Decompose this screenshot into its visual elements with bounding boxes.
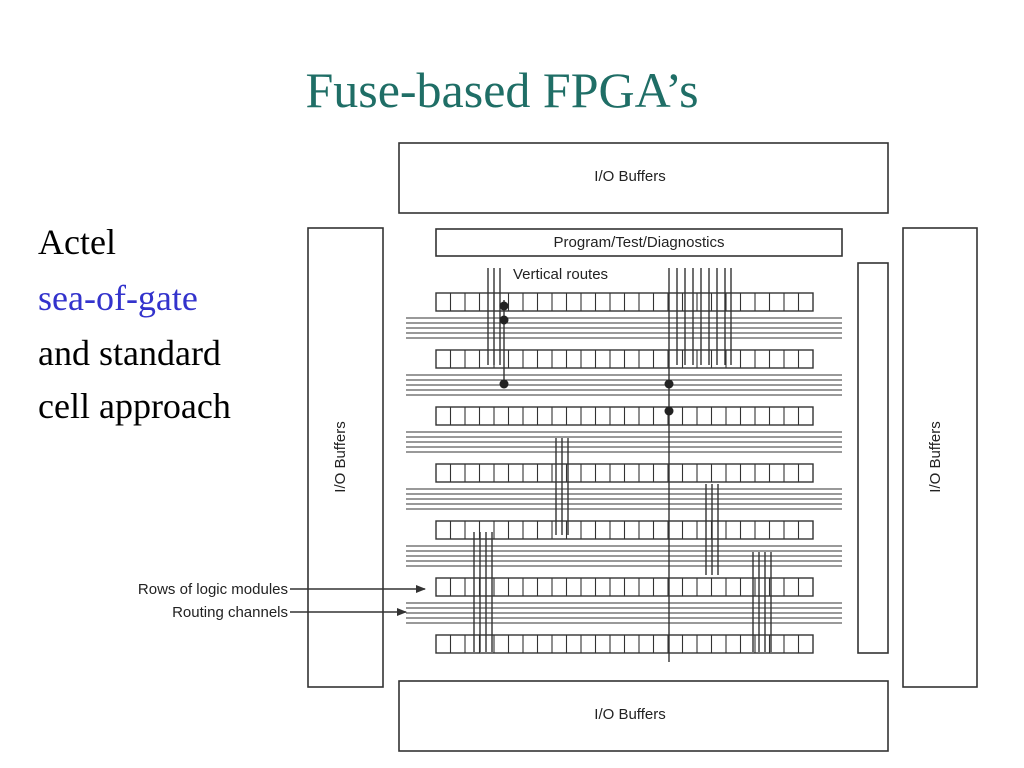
vertical-routes-label: Vertical routes xyxy=(513,266,608,283)
io-buffers-left-box xyxy=(307,227,384,688)
right-inner-column xyxy=(857,262,889,654)
fuse-dot xyxy=(499,315,509,325)
program-test-diagnostics-label: Program/Test/Diagnostics xyxy=(554,234,725,251)
logic-module-rows xyxy=(435,292,814,654)
io-buffers-bottom-box xyxy=(398,680,889,752)
slide-title: Fuse-based FPGA’s xyxy=(305,62,699,118)
routing-channels-label: Routing channels xyxy=(172,604,288,621)
io-buffers-right-box xyxy=(902,227,978,688)
io-buffers-top-label: I/O Buffers xyxy=(594,168,665,185)
fuse-dot xyxy=(499,301,509,311)
fuse-connections xyxy=(499,301,674,416)
bullet-cell-approach: cell approach xyxy=(38,386,231,426)
routing-channels xyxy=(406,317,842,624)
program-test-diagnostics-box xyxy=(435,228,843,257)
bullet-actel: Actel xyxy=(38,222,116,262)
bullet-sea-of-gate: sea-of-gate xyxy=(38,278,198,318)
fuse-dot xyxy=(664,379,674,389)
fuse-dot xyxy=(664,406,674,416)
io-buffers-right-label: I/O Buffers xyxy=(927,421,944,492)
rows-of-logic-modules-label: Rows of logic modules xyxy=(138,581,288,598)
io-buffers-left-label: I/O Buffers xyxy=(332,421,349,492)
io-buffers-bottom-label: I/O Buffers xyxy=(594,706,665,723)
bullet-and-standard: and standard xyxy=(38,333,221,373)
fuse-dot xyxy=(499,379,509,389)
io-buffers-top-box xyxy=(398,142,889,214)
